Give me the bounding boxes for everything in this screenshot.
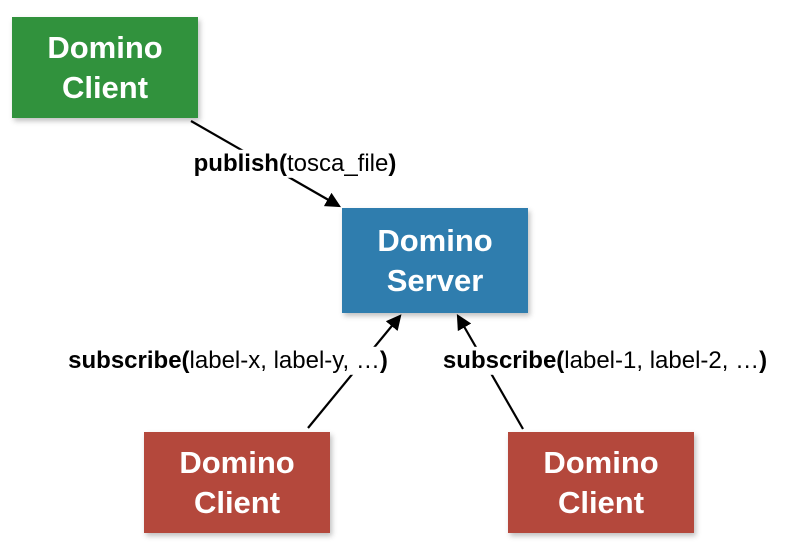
node-domino-client-subscriber-left: Domino Client (144, 432, 330, 533)
node-label-line2: Client (193, 484, 281, 520)
node-label-line1: Domino (377, 222, 493, 258)
publish-edge-label: publish(tosca_file) (188, 149, 402, 179)
node-label-line1: Domino (179, 444, 295, 480)
node-label-line2: Client (61, 69, 149, 105)
node-domino-server: Domino Server (342, 208, 528, 313)
node-domino-client-subscriber-right: Domino Client (508, 432, 694, 533)
subscribe-left-label-args: label-x, label-y, … (189, 346, 380, 374)
subscribe-right-edge-label: subscribe(label-1, label-2, …) (437, 346, 773, 376)
subscribe-left-label-close-paren: ) (379, 346, 388, 374)
node-label-line1: Domino (47, 29, 163, 65)
node-label-line2: Client (557, 484, 645, 520)
publish-label-args: tosca_file (286, 149, 389, 177)
publish-label-close-paren: ) (388, 149, 397, 177)
subscribe-right-label-function: subscribe( (442, 346, 565, 374)
subscribe-right-label-close-paren: ) (759, 346, 768, 374)
subscribe-left-edge-label: subscribe(label-x, label-y, …) (63, 346, 393, 376)
node-label-line2: Server (386, 262, 484, 298)
subscribe-right-label-args: label-1, label-2, … (564, 346, 760, 374)
publish-label-function: publish( (193, 149, 287, 177)
node-label-line1: Domino (543, 444, 659, 480)
node-domino-client-publisher: Domino Client (12, 17, 198, 118)
subscribe-left-label-function: subscribe( (68, 346, 190, 374)
